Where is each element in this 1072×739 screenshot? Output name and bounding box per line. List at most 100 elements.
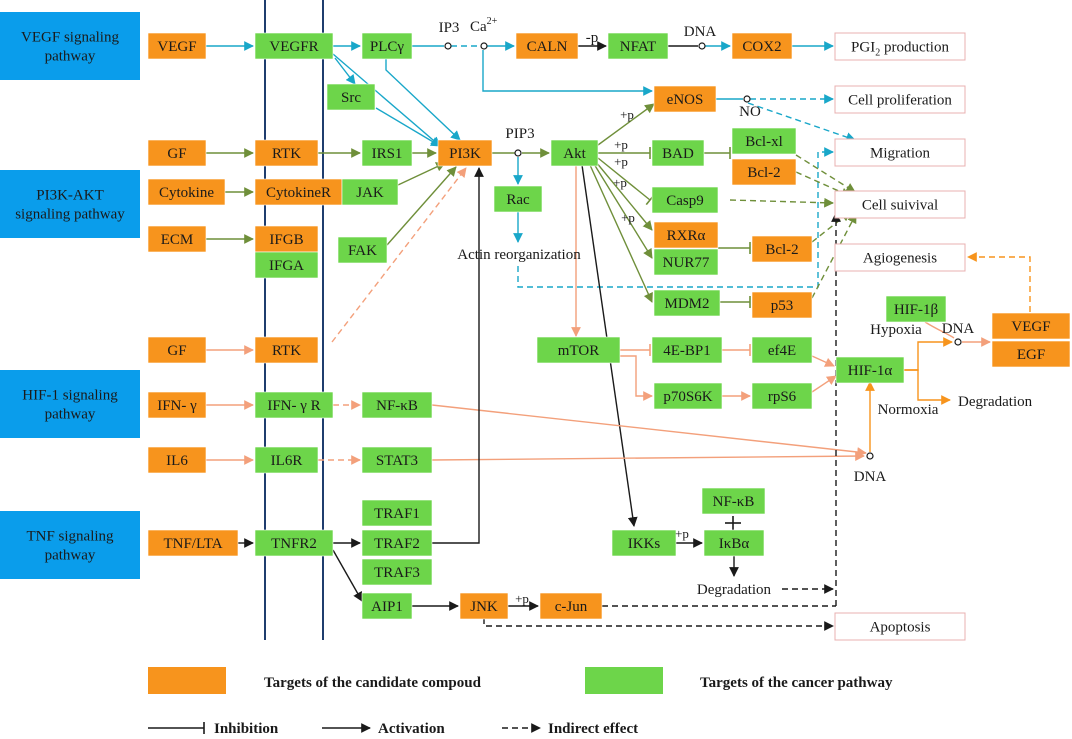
node-irs1-box <box>361 139 413 167</box>
edge-ca-enos <box>482 50 653 96</box>
node-nur77-label: NUR77 <box>663 255 710 271</box>
node-vegfr-label: VEGFR <box>269 39 318 55</box>
node-jnk-box <box>459 592 509 620</box>
node-il6: IL6 <box>147 446 207 474</box>
node-cytokine: Cytokine <box>147 178 226 206</box>
node-hif1a: HIF-1α <box>835 356 905 384</box>
legend-indirect-label: Indirect effect <box>548 721 638 737</box>
node-bclxl: Bcl-xl <box>731 127 797 155</box>
node-akt-label: Akt <box>563 146 586 162</box>
node-irs1: IRS1 <box>361 139 413 167</box>
annotation-plus-p: +p <box>621 210 635 225</box>
node-jak: JAK <box>341 178 399 206</box>
node-p70s6k: p70S6K <box>653 382 723 410</box>
node-src-label: Src <box>341 90 361 106</box>
edge-akt-mdm2 <box>589 164 653 303</box>
pathway-tnf-label: pathway <box>45 548 96 564</box>
node-bad-box <box>651 139 705 167</box>
edge-stat3-dna3 <box>431 451 865 461</box>
node-ecm: ECM <box>147 225 207 253</box>
pathway-tnf-box <box>0 511 140 579</box>
outcome-survival-label: Cell suivival <box>862 198 938 214</box>
annotation-dna3: DNA <box>854 469 887 485</box>
annotation-dna2: DNA <box>942 321 975 337</box>
node-jak-label: JAK <box>356 185 384 201</box>
pathway-hif1-box <box>0 370 140 438</box>
node-akt-box <box>550 139 599 167</box>
node-src: Src <box>326 83 376 111</box>
node-ikba-label: IκBα <box>719 536 750 552</box>
edge-jak-pi3k <box>397 162 446 186</box>
junction-dna2 <box>954 338 962 346</box>
node-gf1-box <box>147 139 207 167</box>
node-ef4e-label: ef4E <box>768 343 796 359</box>
junction-dna1 <box>698 42 706 50</box>
annotation-dna1: DNA <box>684 24 717 40</box>
outcome-apoptosis: Apoptosis <box>834 612 966 641</box>
node-nfat: NFAT <box>607 32 669 60</box>
edge-mtor-p70s6k <box>620 355 653 401</box>
node-mtor-box <box>536 336 621 364</box>
node-gf1: GF <box>147 139 207 167</box>
node-bad: BAD <box>651 139 705 167</box>
node-caln-label: CALN <box>527 39 568 55</box>
node-ifng: IFN- γ <box>147 391 207 419</box>
node-p70s6k-label: p70S6K <box>663 389 712 405</box>
outcome-pgi2-box <box>834 32 966 61</box>
node-bclxl-label: Bcl-xl <box>745 134 783 150</box>
annotation-plus-p: +p <box>614 137 628 152</box>
legend-cancer-swatch <box>585 667 663 694</box>
node-aip1: AIP1 <box>361 592 413 620</box>
outcome-apoptosis-label: Apoptosis <box>870 620 931 636</box>
pathway-vegf-box <box>0 12 140 80</box>
node-rtk1-label: RTK <box>272 146 301 162</box>
node-bcl2a-box <box>731 158 797 186</box>
node-traf1-box <box>361 499 433 527</box>
annotation-no: NO <box>739 104 761 120</box>
pathway-hif1-label: pathway <box>45 407 96 423</box>
node-vegf2: VEGF <box>991 312 1071 340</box>
annotation-actin: Actin reorganization <box>457 247 581 263</box>
node-rxra-box <box>653 221 719 249</box>
outcome-cellprolif-box <box>834 85 966 114</box>
pathway-vegf-label: pathway <box>45 49 96 65</box>
node-hif1b: HIF-1β <box>885 295 947 323</box>
node-stat3-box <box>361 446 433 474</box>
edges <box>206 41 1031 631</box>
node-aip1-label: AIP1 <box>371 599 403 615</box>
node-rps6-box <box>751 382 813 410</box>
node-mdm2: MDM2 <box>653 289 721 317</box>
node-rac-label: Rac <box>506 192 530 208</box>
node-tnflta-label: TNF/LTA <box>163 536 222 552</box>
edge-vegfr-pi3k <box>332 53 441 147</box>
node-plcg-box <box>361 32 413 60</box>
junction-pip3 <box>514 149 522 157</box>
node-ifgb-label: IFGB <box>269 232 303 248</box>
outcome-apoptosis-box <box>834 612 966 641</box>
node-stat3-label: STAT3 <box>376 453 418 469</box>
node-cytokiner-label: CytokineR <box>266 185 331 201</box>
junctions <box>444 42 962 460</box>
edge-plcg-pi3k <box>385 58 461 141</box>
node-casp9-label: Casp9 <box>666 193 704 209</box>
legend-compound-label: Targets of the candidate compoud <box>264 675 482 691</box>
edge-fak-pi3k <box>386 166 457 246</box>
node-ikks-box <box>611 529 677 557</box>
node-traf3: TRAF3 <box>361 558 433 586</box>
annotation-plus-p: +p <box>675 526 689 541</box>
outcome-migration-label: Migration <box>870 146 930 162</box>
node-rtk1-box <box>254 139 319 167</box>
node-bclxl-box <box>731 127 797 155</box>
node-ifga-label: IFGA <box>269 258 304 274</box>
node-p53-label: p53 <box>771 298 794 314</box>
node-tnflta: TNF/LTA <box>147 529 239 557</box>
node-casp9-box <box>651 186 719 214</box>
node-traf3-label: TRAF3 <box>374 565 420 581</box>
node-caln-box <box>515 32 579 60</box>
